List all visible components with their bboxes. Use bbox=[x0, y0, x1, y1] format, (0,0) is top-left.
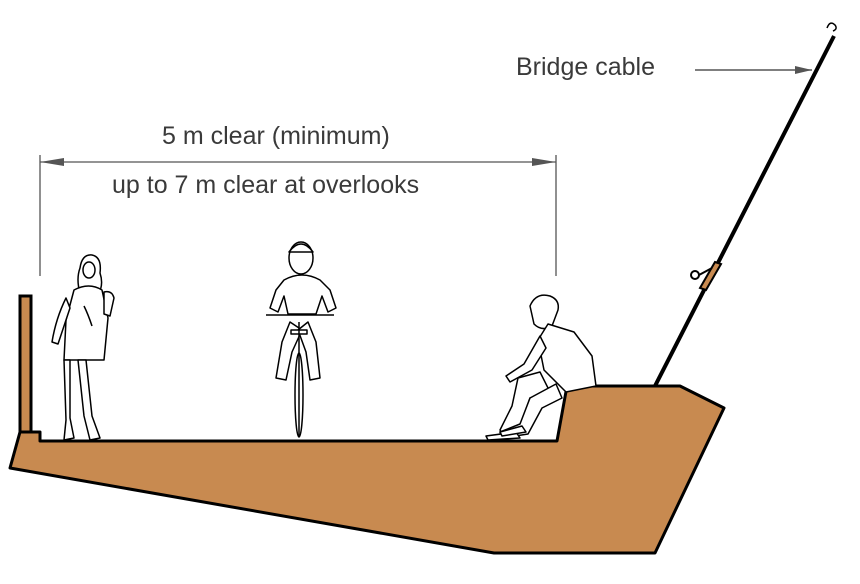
clamp-bolt bbox=[690, 270, 700, 280]
bridge-deck bbox=[8, 384, 726, 555]
seated-person-figure bbox=[485, 294, 597, 441]
cable-pointer-arrowhead bbox=[795, 66, 812, 74]
overlook-clearance-label: up to 7 m clear at overlooks bbox=[112, 171, 420, 199]
minimum-clearance-label: 5 m clear (minimum) bbox=[162, 122, 390, 150]
pedestrian-figure bbox=[51, 254, 115, 441]
cable-anchor bbox=[826, 22, 837, 32]
dimension-arrow-right bbox=[532, 158, 556, 166]
cyclist-figure bbox=[266, 241, 337, 438]
railing-post bbox=[18, 294, 33, 434]
cable-clamp bbox=[698, 260, 723, 292]
bridge-cable-line bbox=[653, 35, 836, 387]
dimension-arrow-left bbox=[40, 158, 64, 166]
bridge-cable-label: Bridge cable bbox=[516, 53, 655, 81]
clamp-link bbox=[698, 267, 713, 276]
